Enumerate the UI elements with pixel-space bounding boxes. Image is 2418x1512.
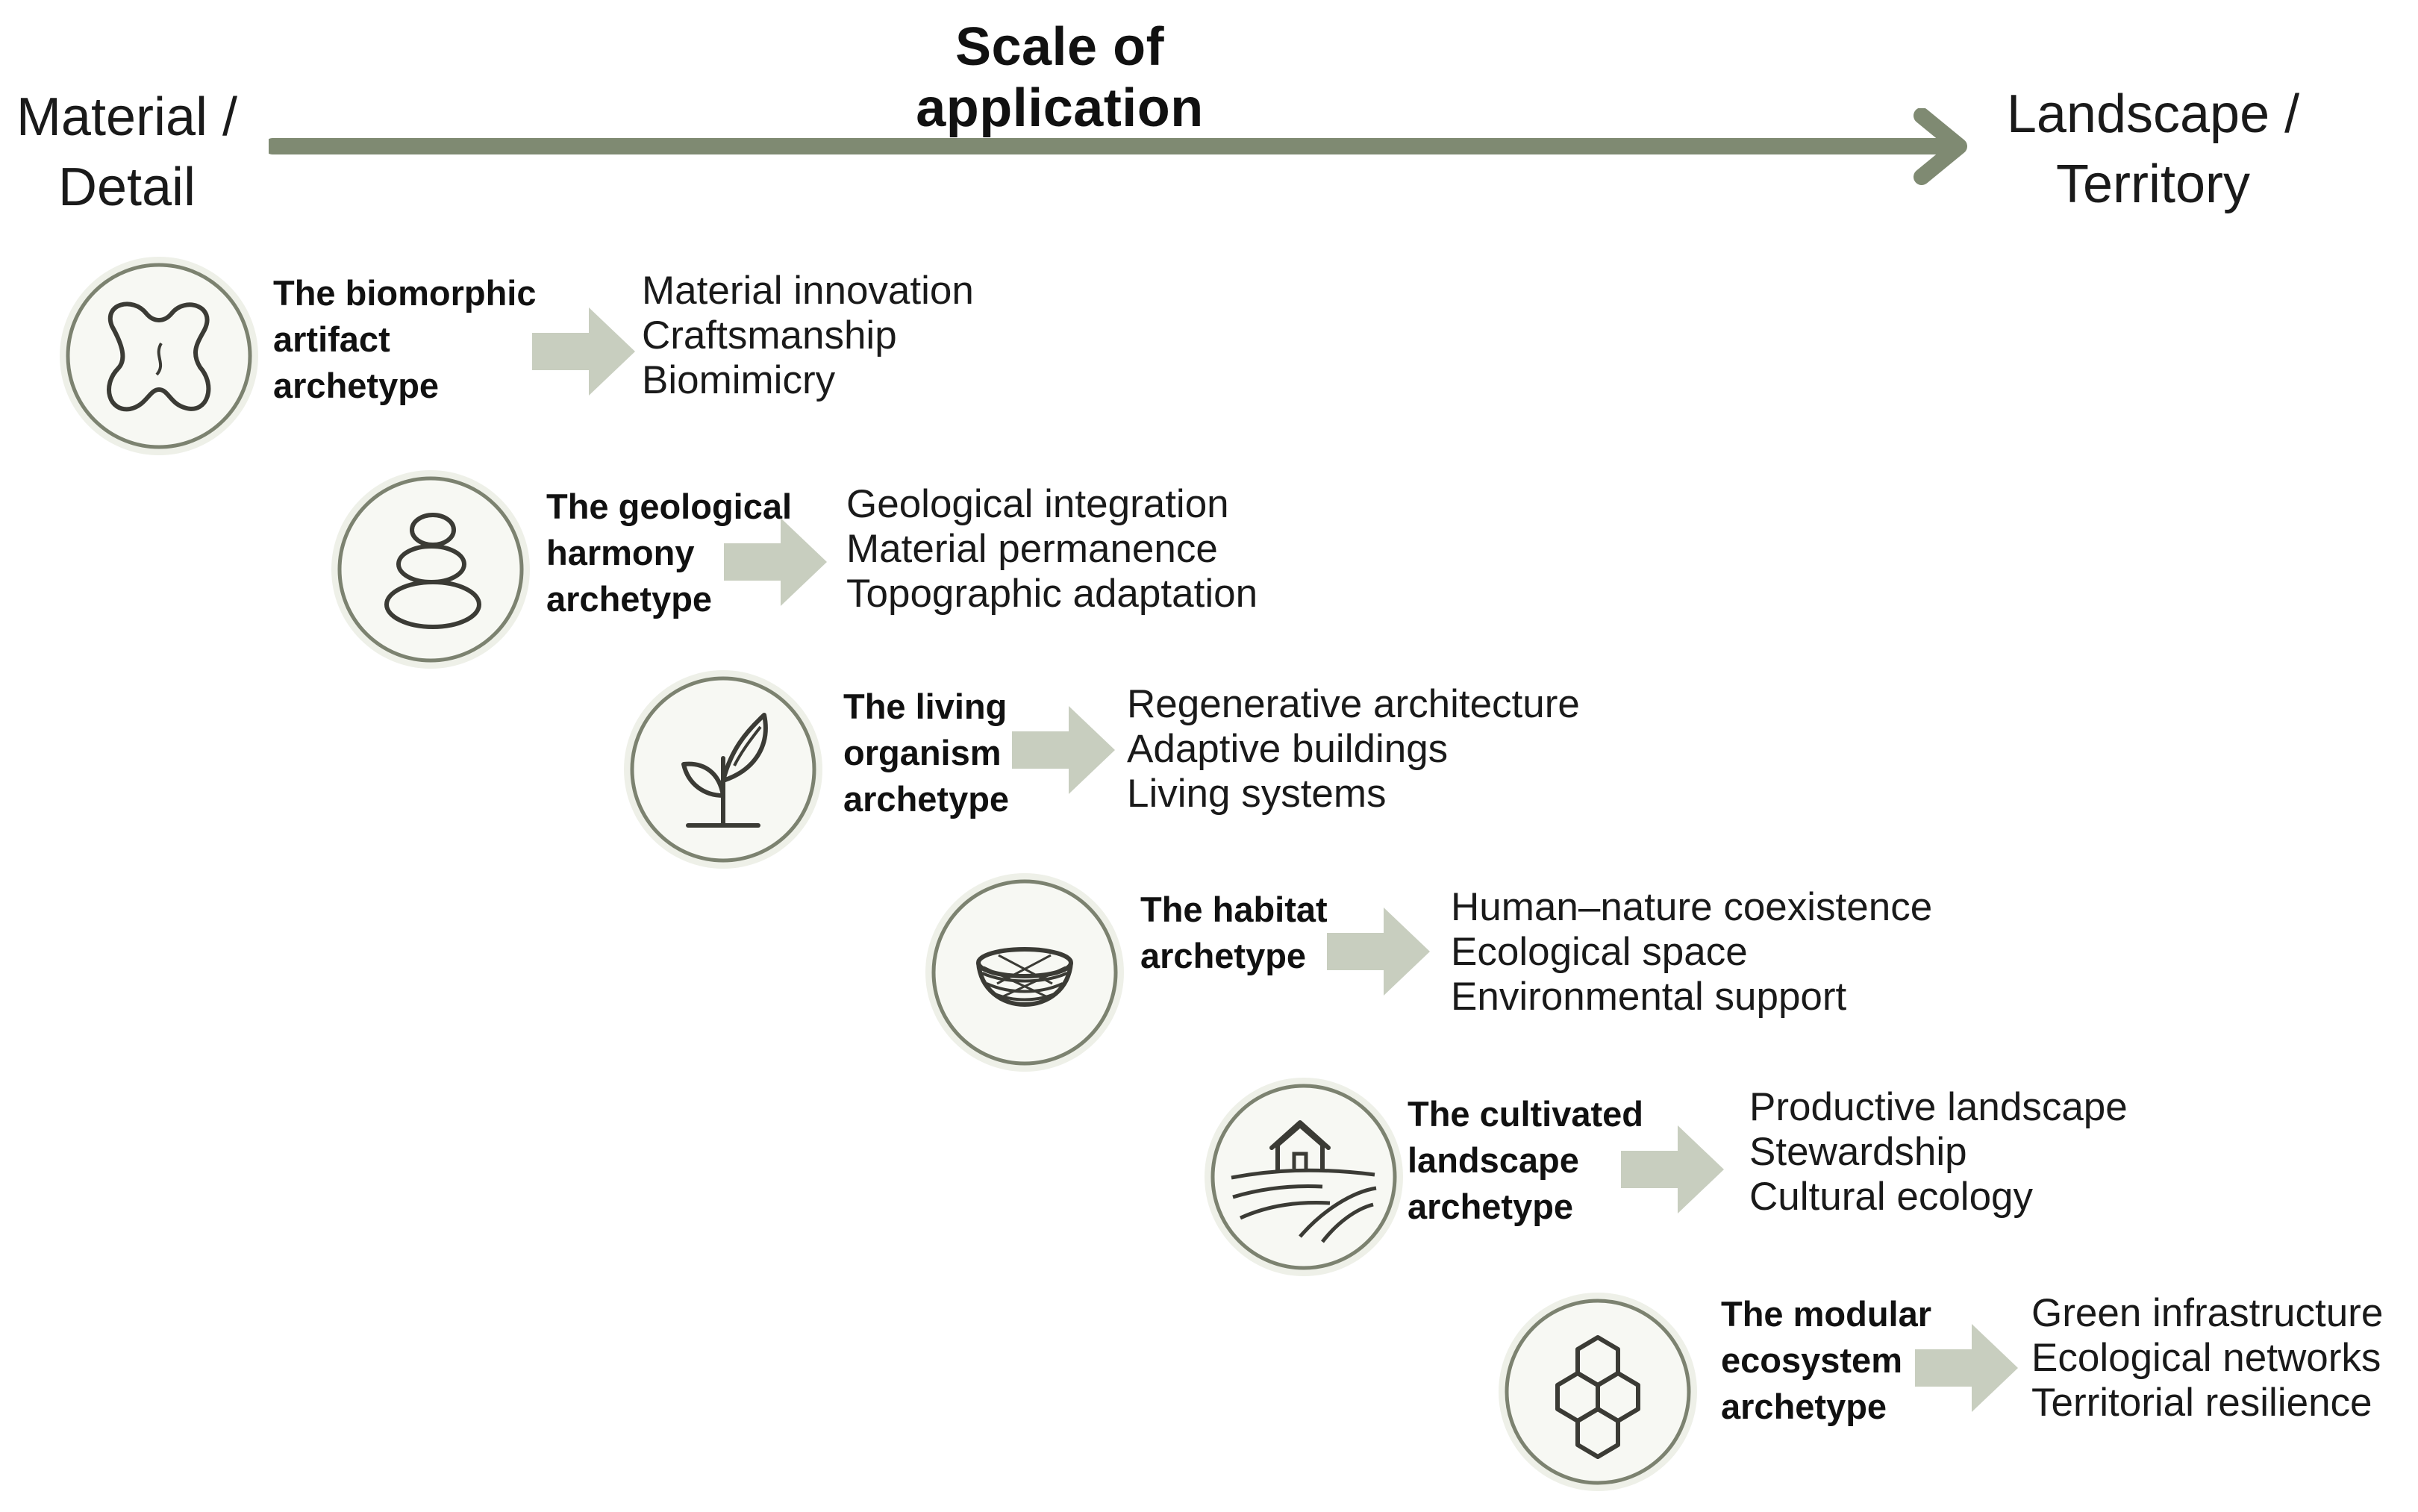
archetype-features: Human–nature coexistence Ecological spac…: [1451, 885, 1932, 1019]
scale-axis-arrow: [269, 108, 1967, 185]
archetype-name-line: The living: [843, 687, 1008, 726]
archetype-features: Productive landscape Stewardship Cultura…: [1749, 1085, 2128, 1219]
archetype-name-line: archetype: [1721, 1387, 1887, 1426]
scale-start-line-1: Material /: [16, 87, 238, 147]
archetype-features: Green infrastructure Ecological networks…: [2031, 1291, 2383, 1425]
feature-item: Territorial resilience: [2031, 1381, 2372, 1425]
archetype-name-line: The cultivated: [1408, 1094, 1644, 1134]
step-arrow: [1327, 907, 1430, 996]
step-arrow: [1621, 1125, 1724, 1213]
archetype-name: The geological harmony archetype: [546, 484, 792, 622]
feature-item: Ecological space: [1451, 930, 1748, 974]
scale-end-line-2: Territory: [2055, 154, 2250, 214]
scale-end-label: Landscape / Territory: [1978, 79, 2328, 219]
archetype-features: Regenerative architecture Adaptive build…: [1127, 682, 1580, 816]
hexagon-cluster-icon: [1499, 1293, 1697, 1491]
scale-start-line-2: Detail: [57, 157, 196, 217]
archetype-features: Material innovation Craftsmanship Biomim…: [642, 269, 974, 403]
feature-item: Adaptive buildings: [1127, 727, 1449, 771]
archetype-name-line: archetype: [1408, 1187, 1574, 1226]
step-arrow: [1012, 706, 1115, 794]
archetype-name-line: archetype: [1140, 936, 1307, 975]
diagram-title: Scale of application: [916, 17, 1204, 138]
archetype-name-line: The modular: [1721, 1294, 1932, 1334]
scale-start-label: Material / Detail: [0, 82, 254, 222]
archetype-name: The habitat archetype: [1140, 887, 1328, 979]
archetype-name-line: artifact: [273, 319, 390, 359]
archetype-name-line: The biomorphic: [273, 273, 537, 313]
step-arrow: [532, 307, 635, 396]
feature-item: Ecological networks: [2031, 1336, 2381, 1380]
step-arrow: [724, 518, 827, 606]
farmhouse-fields-icon: [1205, 1078, 1403, 1276]
feature-item: Living systems: [1127, 772, 1387, 816]
archetype-name-line: archetype: [273, 366, 440, 405]
archetype-name-line: The geological: [546, 487, 793, 526]
archetype-features: Geological integration Material permanen…: [846, 482, 1258, 616]
feature-item: Material permanence: [846, 527, 1218, 571]
feature-item: Material innovation: [642, 269, 974, 313]
feature-item: Stewardship: [1749, 1130, 1967, 1174]
archetype-name-line: ecosystem: [1721, 1340, 1902, 1380]
archetype-name: The living organism archetype: [843, 684, 1009, 822]
archetype-name-line: harmony: [546, 533, 695, 572]
feature-item: Craftsmanship: [642, 313, 897, 357]
scale-end-line-1: Landscape /: [2006, 84, 2300, 144]
feature-item: Productive landscape: [1749, 1085, 2128, 1129]
feature-item: Regenerative architecture: [1127, 682, 1580, 726]
feature-item: Cultural ecology: [1749, 1175, 2034, 1219]
nest-icon: [925, 873, 1124, 1072]
step-arrow: [1915, 1324, 2018, 1412]
feature-item: Topographic adaptation: [846, 572, 1258, 616]
sprout-icon: [624, 670, 822, 869]
feature-item: Environmental support: [1451, 975, 1847, 1019]
archetype-name-line: organism: [843, 733, 1002, 772]
feature-item: Geological integration: [846, 482, 1229, 526]
archetype-name: The biomorphic artifact archetype: [273, 270, 537, 409]
archetype-name-line: archetype: [843, 779, 1010, 819]
archetype-name: The cultivated landscape archetype: [1408, 1091, 1643, 1230]
biomorphic-blob-icon: [60, 257, 258, 455]
stacked-stones-icon: [331, 470, 530, 669]
feature-item: Green infrastructure: [2031, 1291, 2384, 1335]
archetype-name-line: archetype: [546, 579, 713, 619]
feature-item: Biomimicry: [642, 358, 836, 402]
archetype-name-line: landscape: [1408, 1140, 1579, 1180]
archetype-name: The modular ecosystem archetype: [1721, 1291, 1931, 1430]
archetype-name-line: The habitat: [1140, 890, 1328, 929]
feature-item: Human–nature coexistence: [1451, 885, 1933, 929]
